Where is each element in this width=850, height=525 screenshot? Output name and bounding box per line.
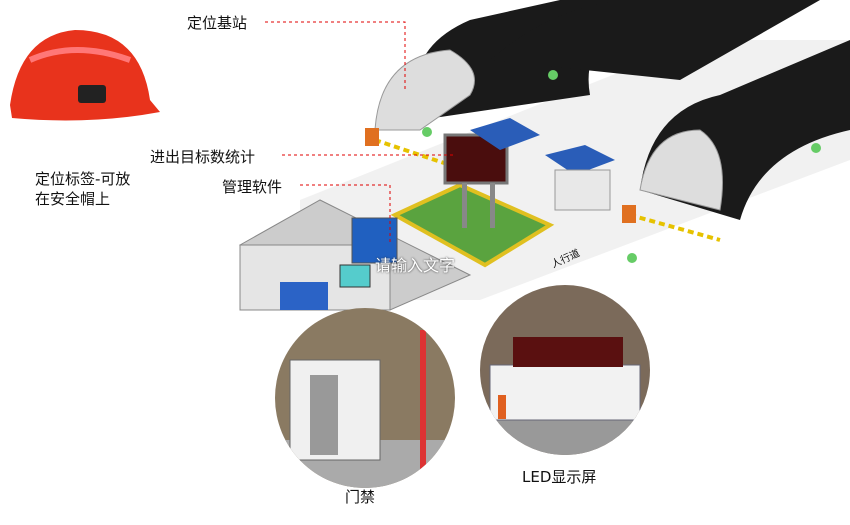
label-tag-line1: 定位标签-可放 [35, 170, 131, 188]
location-pin-icon [811, 143, 821, 153]
label-gate: 门禁 [345, 488, 376, 506]
led-photo [480, 285, 650, 455]
grass-bed [390, 182, 555, 268]
location-pin-icon [627, 253, 637, 263]
location-pin-icon [422, 127, 432, 137]
label-tag-line2: 在安全帽上 [35, 190, 111, 208]
callout-arrows [265, 21, 455, 245]
label-led: LED显示屏 [522, 468, 597, 486]
helmet-image [10, 30, 160, 121]
location-pin-icon [548, 70, 558, 80]
label-target-count: 进出目标数统计 [150, 148, 256, 166]
label-base-station: 定位基站 [187, 14, 248, 32]
label-software: 管理软件 [222, 178, 283, 196]
text-placeholder: 请输入文字 [375, 256, 456, 275]
hut-roof [545, 145, 615, 175]
barrier-gate-left [374, 138, 451, 167]
tunnel-left [374, 0, 820, 131]
tunnel-right [639, 40, 850, 220]
gate-photo [275, 308, 455, 488]
barrier-gate-right [629, 213, 721, 242]
